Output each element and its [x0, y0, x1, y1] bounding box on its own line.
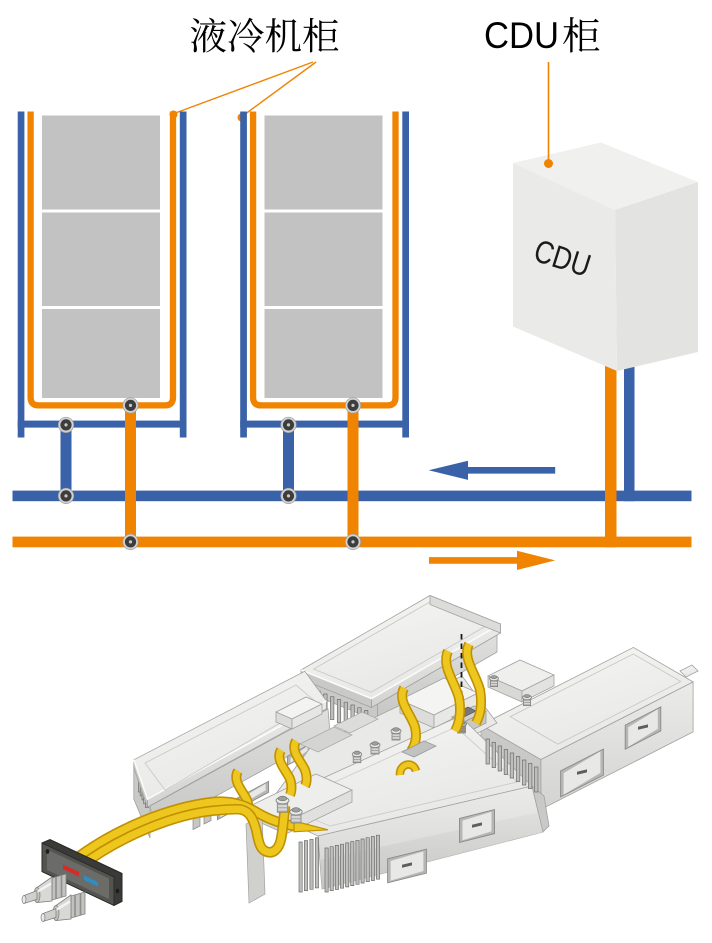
svg-text:CDU: CDU: [484, 15, 559, 56]
